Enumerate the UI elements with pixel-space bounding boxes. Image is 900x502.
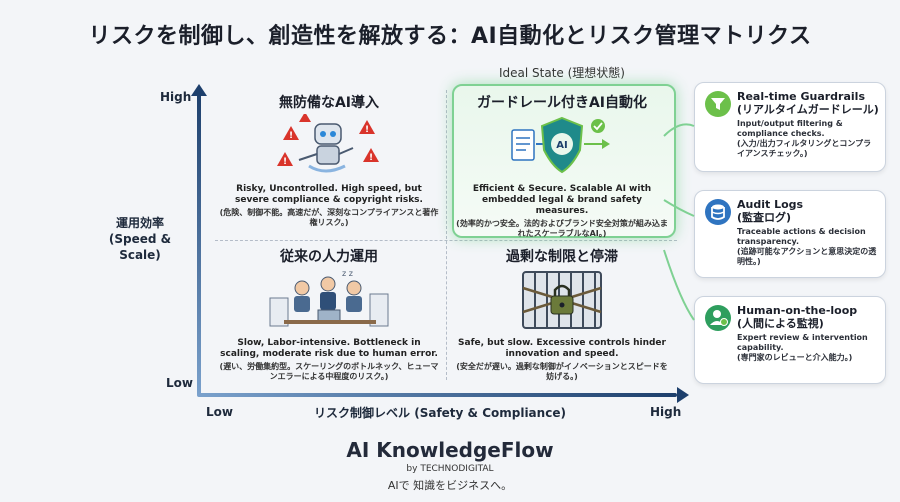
x-axis-title: リスク制御レベル (Safety & Compliance)	[314, 406, 566, 420]
x-axis-arrow-icon	[677, 387, 689, 403]
brand-name: AI KnowledgeFlow	[346, 438, 554, 462]
database-check-icon	[705, 199, 731, 225]
person-check-icon	[705, 305, 731, 331]
feature-description: Expert review & intervention capability.	[737, 333, 868, 352]
quadrant-top-right: ガードレール付きAI自動化 AI Efficient & Secure. Sca…	[456, 92, 668, 239]
feature-subtitle: (人間による監視)	[737, 317, 824, 330]
quadrant-description-jp: (危険、制御不能。高速だが、深刻なコンプライアンスと著作権リスク。)	[219, 208, 439, 227]
y-axis-arrow-icon	[191, 84, 207, 96]
quadrant-top-left: 無防備なAI導入 ! ! ! ! Risky, Uncontrolled. Hi…	[218, 92, 440, 228]
feature-title: Real-time Guardrails	[737, 90, 865, 103]
feature-description: Traceable actions & decision transparenc…	[737, 227, 866, 246]
svg-text:z z: z z	[342, 269, 353, 278]
y-axis-title: 運用効率 (Speed & Scale)	[88, 215, 192, 263]
caged-lock-icon	[522, 271, 602, 329]
feature-card-human-on-the-loop: Human-on-the-loop (人間による監視) Expert revie…	[694, 296, 886, 384]
feature-description-jp: (入力/出力フィルタリングとコンプライアンスチェック。)	[737, 139, 872, 158]
brand-byline: by TECHNODIGITAL	[406, 464, 494, 474]
svg-text:AI: AI	[556, 140, 567, 151]
y-axis-title-jp: 運用効率	[115, 216, 164, 230]
feature-subtitle: (監査ログ)	[737, 211, 792, 224]
page-title: リスクを制御し、創造性を解放する：AI自動化とリスク管理マトリクス	[88, 24, 812, 49]
y-axis-line	[197, 90, 201, 396]
overworked-people-icon: z z	[269, 269, 389, 327]
x-axis-line	[197, 393, 677, 397]
funnel-check-icon	[705, 91, 731, 117]
brand-tagline: AIで 知識をビジネスへ。	[387, 479, 513, 492]
feature-description-jp: (追跡可能なアクションと意思決定の透明性。)	[737, 247, 877, 266]
feature-card-audit-logs: Audit Logs (監査ログ) Traceable actions & de…	[694, 190, 886, 278]
feature-description-jp: (専門家のレビューと介入能力。)	[737, 353, 853, 362]
svg-text:!: !	[289, 131, 293, 141]
quadrant-description-jp: (遅い、労働集約型。スケーリングのボトルネック、ヒューマンエラーによる中程度のリ…	[219, 362, 439, 381]
quadrant-description: Efficient & Secure. Scalable AI with emb…	[472, 184, 652, 216]
ai-shield-icon: AI	[511, 116, 610, 174]
quadrant-description: Slow, Labor-intensive. Bottleneck in sca…	[220, 338, 438, 359]
quadrant-description: Safe, but slow. Excessive controls hinde…	[458, 338, 666, 359]
y-axis-title-en: (Speed & Scale)	[108, 232, 172, 262]
quadrant-title: 無防備なAI導入	[278, 95, 380, 111]
quadrant-bottom-left: 従来の人力運用 z z Slow, Labor-intensive. Bottl…	[218, 246, 440, 382]
quadrant-title: 従来の人力運用	[280, 249, 378, 265]
svg-text:!: !	[365, 125, 369, 135]
feature-title: Human-on-the-loop	[737, 304, 858, 317]
svg-text:!: !	[369, 153, 373, 163]
feature-card-guardrails: Real-time Guardrails (リアルタイムガードレール) Inpu…	[694, 82, 886, 172]
quadrant-bottom-right: 過剰な制限と停滞 Safe, but slow. Excessive contr…	[456, 246, 668, 382]
quadrant-description-jp: (安全だが遅い。過剰な制御がイノベーションとスピードを妨げる。)	[456, 362, 668, 381]
vertical-divider	[446, 90, 447, 380]
feature-subtitle: (リアルタイムガードレール)	[737, 103, 879, 116]
robot-warning-icon: ! ! ! !	[277, 112, 379, 173]
ideal-state-label: Ideal State (理想状態)	[499, 66, 625, 80]
quadrant-description-jp: (効率的かつ安全。法的およびブランド安全対策が組み込まれたスケーラブルなAI。)	[456, 219, 668, 238]
x-axis-low-label: Low	[206, 405, 233, 419]
y-axis-high-label: High	[160, 90, 192, 104]
connector-lines	[663, 123, 695, 321]
svg-text:!: !	[283, 157, 287, 167]
quadrant-description: Risky, Uncontrolled. High speed, but sev…	[235, 184, 423, 205]
x-axis-high-label: High	[650, 405, 682, 419]
feature-title: Audit Logs	[737, 198, 804, 211]
feature-description: Input/output filtering & compliance chec…	[737, 119, 843, 138]
y-axis-low-label: Low	[166, 376, 193, 390]
quadrant-title: 過剰な制限と停滞	[506, 249, 618, 265]
quadrant-title: ガードレール付きAI自動化	[476, 95, 648, 111]
